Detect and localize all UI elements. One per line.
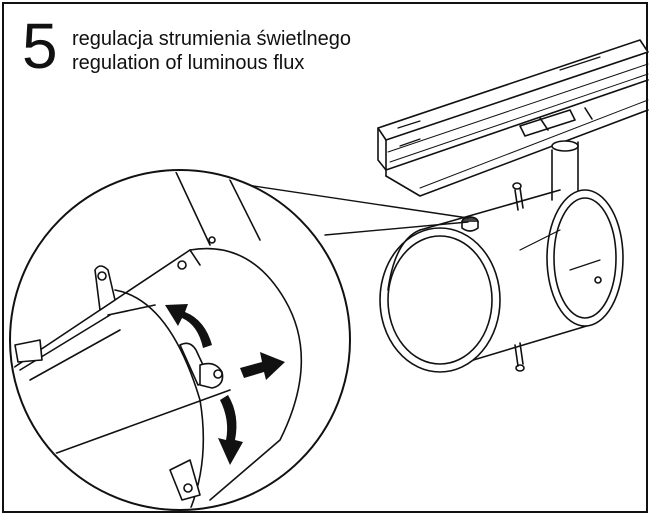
spotlight-body [379,182,624,373]
adjust-arrows [165,304,285,465]
step-number: 5 [22,10,58,82]
step-caption: regulacja strumienia świetlnego regulati… [72,27,351,75]
rotate-arrow-up-icon [165,304,212,348]
adapter-stem [551,140,579,201]
caption-english: regulation of luminous flux [72,52,305,74]
push-arrow-right-icon [240,352,285,380]
rotate-arrow-down-icon [218,395,243,465]
caption-polish: regulacja strumienia świetlnego [72,28,352,50]
track-rail [377,39,649,197]
magnified-detail [9,169,351,511]
magnifier-line-bottom [324,221,469,236]
